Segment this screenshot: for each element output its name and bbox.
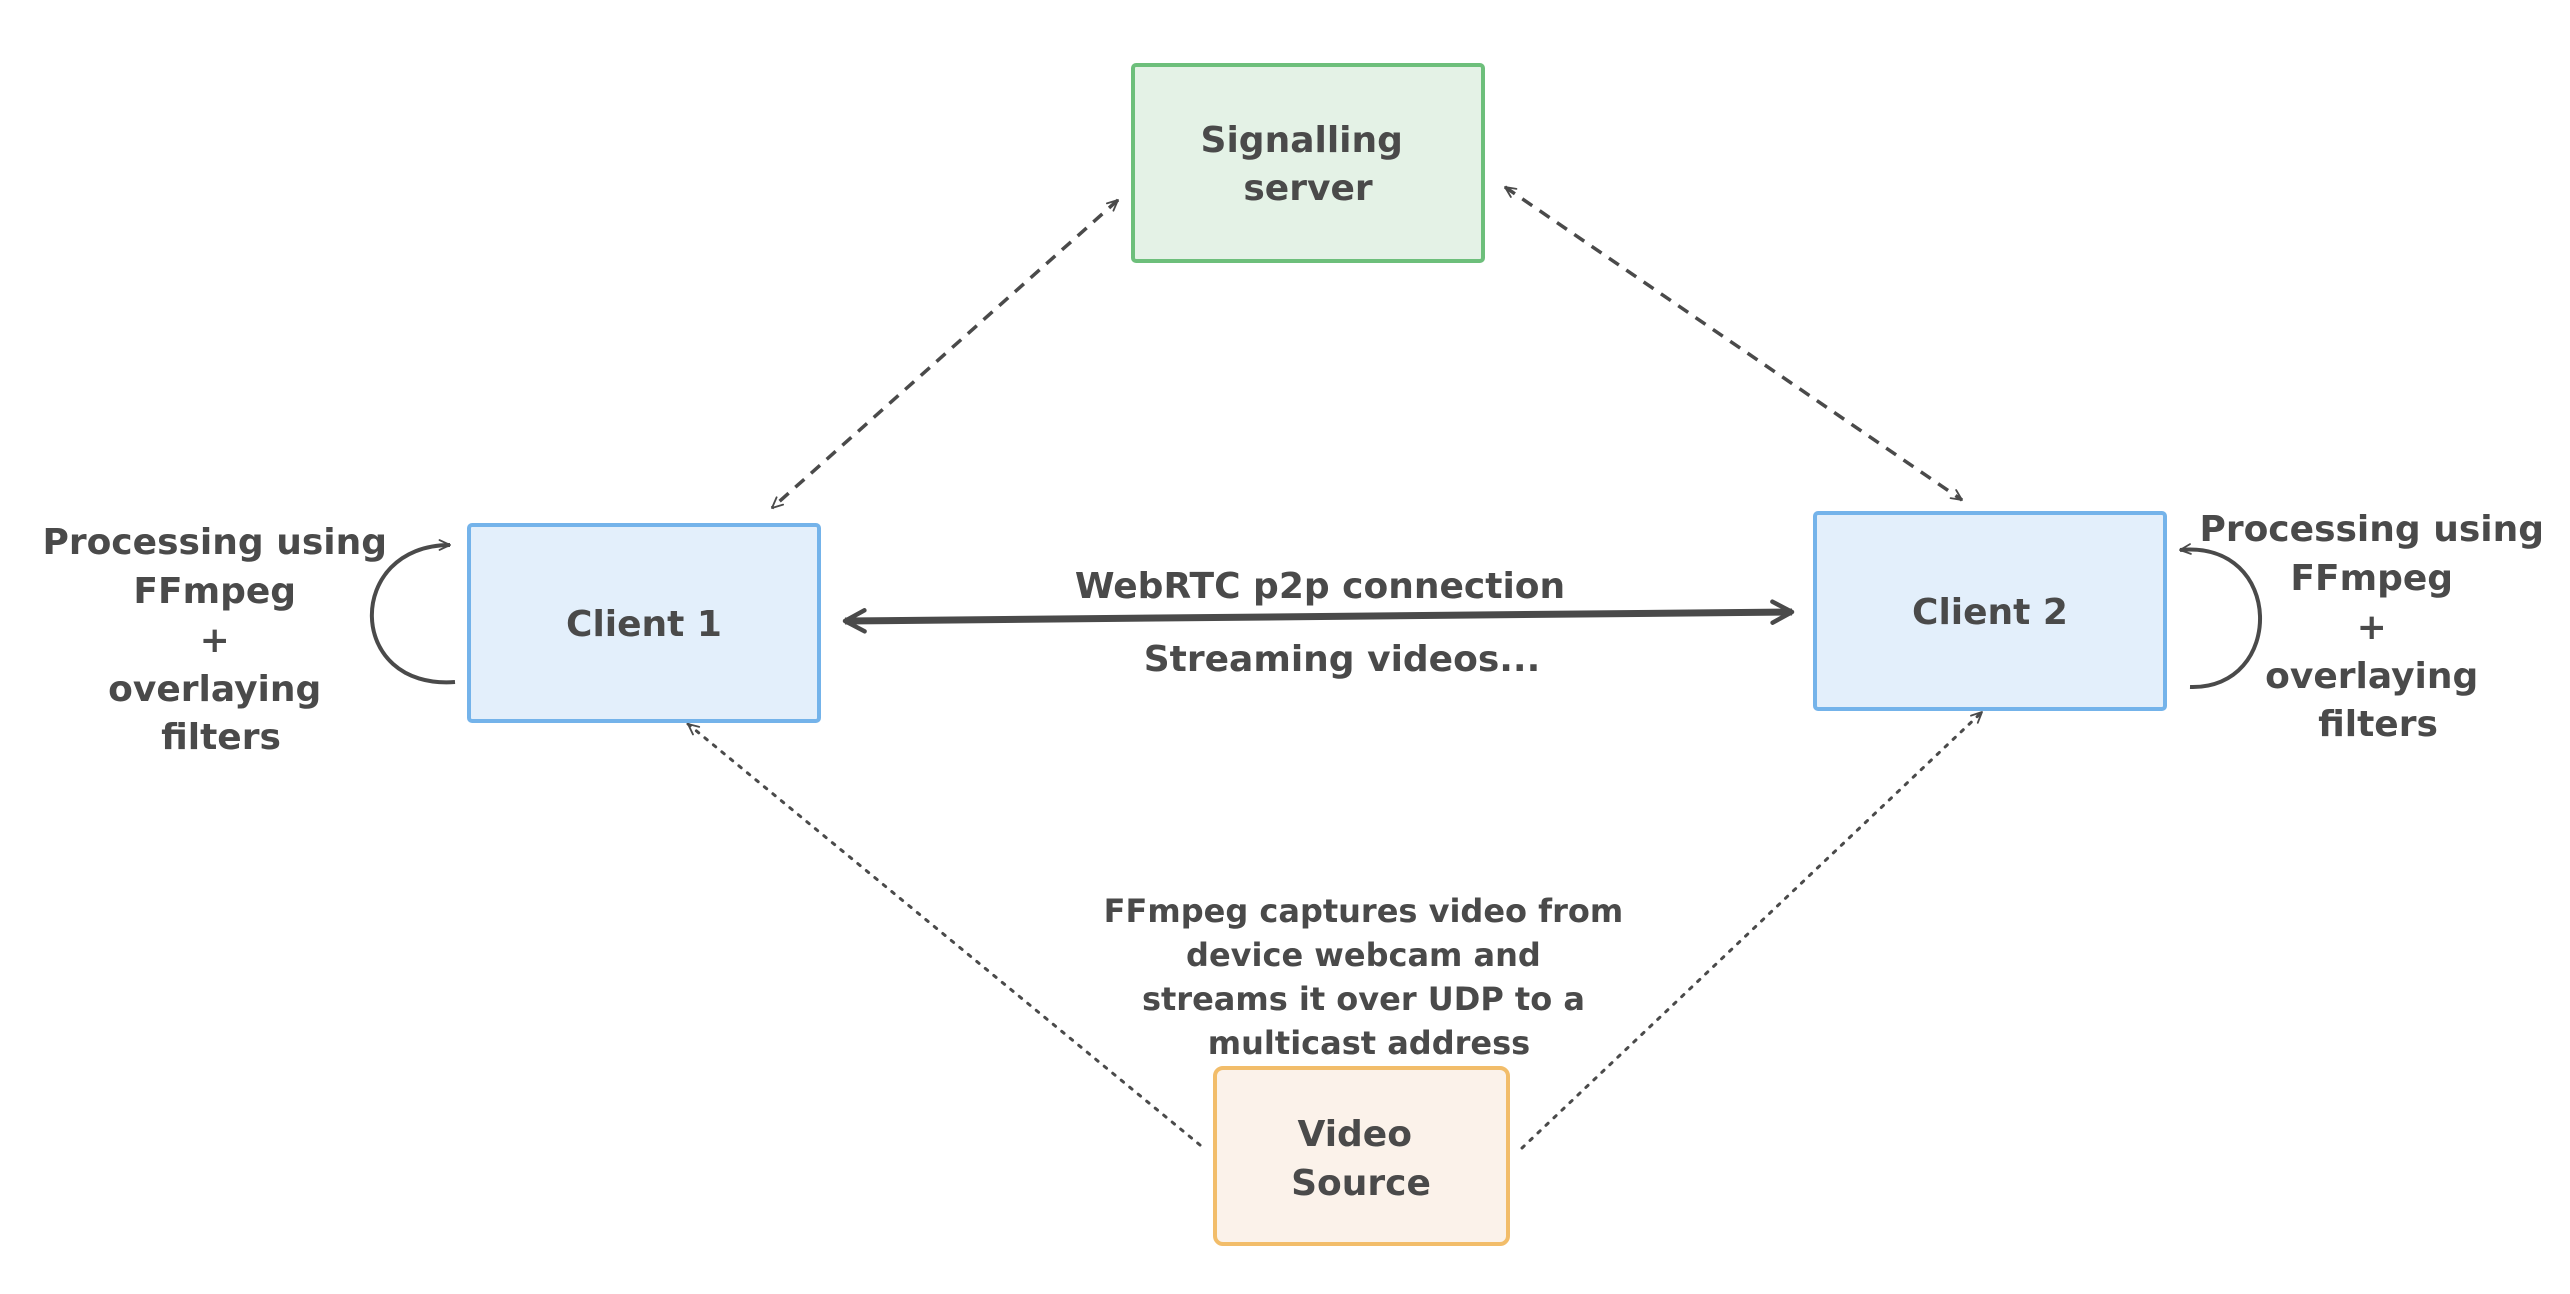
svg-text:Video Source: Video Source bbox=[1291, 1114, 1431, 1204]
capture-note-line-2: device webcam and bbox=[1186, 936, 1541, 974]
signalling-server-line-2: server bbox=[1243, 168, 1372, 209]
label-capture-note: FFmpeg captures video from device webcam… bbox=[1104, 892, 1635, 1062]
node-signalling-server: Signalling server bbox=[1131, 63, 1485, 263]
svg-text:Processing using FFmpeg: Processing using FFmpeg + overlaying fil… bbox=[2199, 509, 2556, 745]
edge-video-client2 bbox=[1520, 710, 1984, 1150]
node-video-source: Video Source bbox=[1213, 1066, 1510, 1246]
edge-signalling-client1 bbox=[770, 198, 1120, 510]
left-processing-line-1: Processing using bbox=[42, 522, 387, 563]
self-loop-client1 bbox=[369, 539, 456, 685]
left-processing-line-5: filters bbox=[161, 717, 281, 758]
left-processing-line-4: overlaying bbox=[108, 669, 321, 710]
video-source-line-2: Source bbox=[1291, 1163, 1431, 1204]
capture-note-line-3: streams it over UDP to a bbox=[1142, 980, 1585, 1018]
right-processing-line-5: filters bbox=[2318, 704, 2438, 745]
right-processing-line-4: overlaying bbox=[2265, 656, 2478, 697]
client-2-box bbox=[1813, 511, 2167, 711]
video-source-line-1: Video bbox=[1297, 1114, 1412, 1155]
edges bbox=[369, 185, 2262, 1150]
label-streaming-videos: Streaming videos... bbox=[1144, 639, 1541, 680]
signalling-server-box bbox=[1131, 63, 1485, 263]
svg-text:Signalling server: Signalling server bbox=[1201, 120, 1416, 209]
capture-note-line-4: multicast address bbox=[1208, 1024, 1530, 1062]
edge-signalling-client2 bbox=[1504, 185, 1963, 502]
svg-text:FFmpeg captures video from: FFmpeg captures video from device webcam… bbox=[1104, 892, 1635, 1062]
right-processing-line-3: + bbox=[2357, 607, 2387, 648]
left-processing-line-3: + bbox=[200, 620, 230, 661]
node-client-1: Client 1 bbox=[467, 523, 821, 723]
svg-text:Client 2: Client 2 bbox=[1912, 592, 2068, 633]
signalling-server-line-1: Signalling bbox=[1201, 120, 1403, 161]
node-client-2: Client 2 bbox=[1813, 511, 2167, 711]
capture-note-line-1: FFmpeg captures video from bbox=[1104, 892, 1624, 930]
left-processing-line-2: FFmpeg bbox=[133, 571, 296, 612]
client-2-label: Client 2 bbox=[1912, 592, 2068, 633]
label-left-processing: Processing using FFmpeg + overlaying fil… bbox=[42, 522, 399, 758]
self-loop-client2 bbox=[2179, 543, 2262, 690]
edge-video-client1 bbox=[686, 722, 1202, 1147]
client-1-label: Client 1 bbox=[566, 604, 722, 645]
label-right-processing: Processing using FFmpeg + overlaying fil… bbox=[2199, 509, 2556, 745]
video-source-box bbox=[1213, 1066, 1510, 1246]
client-1-box bbox=[467, 523, 821, 723]
label-webrtc-connection: WebRTC p2p connection bbox=[1075, 566, 1565, 607]
right-processing-line-2: FFmpeg bbox=[2290, 558, 2453, 599]
edge-webrtc bbox=[842, 599, 1795, 634]
svg-text:Processing using FFmpeg: Processing using FFmpeg + overlaying fil… bbox=[42, 522, 399, 758]
right-processing-line-1: Processing using bbox=[2199, 509, 2544, 550]
svg-text:Client 1: Client 1 bbox=[566, 604, 722, 645]
